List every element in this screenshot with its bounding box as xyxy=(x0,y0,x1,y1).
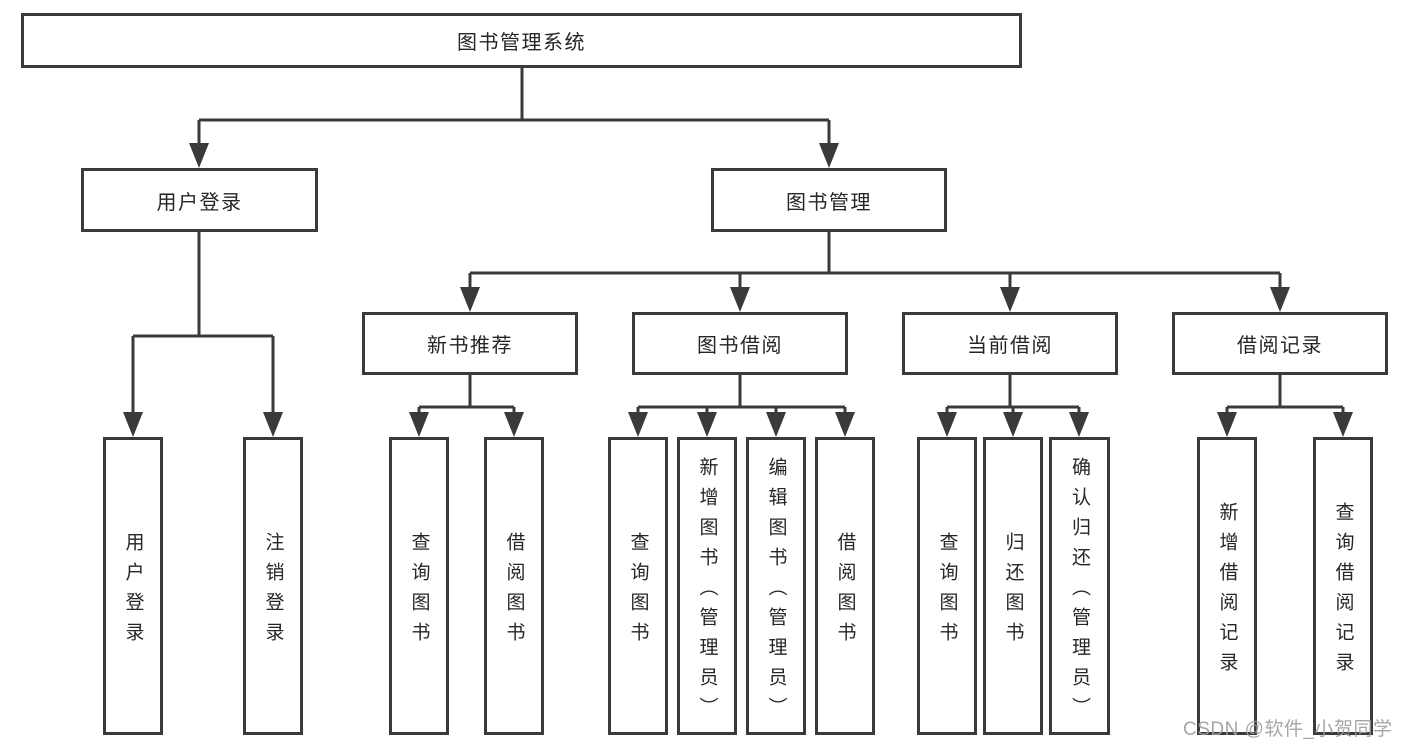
node-library-management-system: 图书管理系统 xyxy=(21,13,1022,68)
node-label: 图书借阅 xyxy=(697,335,783,357)
leaf-label: 用户登录 xyxy=(122,531,144,652)
node-new-book-recommendation: 新书推荐 xyxy=(362,312,578,375)
leaf-borrow-add-books-admin: 新增图书（管理员） xyxy=(677,437,737,735)
leaf-label: 借阅图书 xyxy=(834,531,856,652)
node-book-borrowing: 图书借阅 xyxy=(632,312,848,375)
leaf-records-add-record: 新增借阅记录 xyxy=(1197,437,1257,735)
leaf-borrow-borrow-books: 借阅图书 xyxy=(815,437,875,735)
leaf-label: 新增借阅记录 xyxy=(1216,501,1238,682)
node-book-management: 图书管理 xyxy=(711,168,947,232)
leaf-label: 编辑图书（管理员） xyxy=(765,456,787,727)
node-label: 图书管理系统 xyxy=(457,32,586,54)
leaf-label: 查询图书 xyxy=(408,531,430,652)
leaf-label: 归还图书 xyxy=(1002,531,1024,652)
leaf-label: 查询图书 xyxy=(936,531,958,652)
node-label: 新书推荐 xyxy=(427,335,513,357)
leaf-borrow-query-books: 查询图书 xyxy=(608,437,668,735)
leaf-records-query-record: 查询借阅记录 xyxy=(1313,437,1373,735)
node-label: 借阅记录 xyxy=(1237,335,1323,357)
leaf-current-query-books: 查询图书 xyxy=(917,437,977,735)
watermark: CSDN @软件_小贺同学 xyxy=(1183,719,1393,740)
leaf-recommend-query-books: 查询图书 xyxy=(389,437,449,735)
leaf-label: 查询借阅记录 xyxy=(1332,501,1354,682)
node-label: 当前借阅 xyxy=(967,335,1053,357)
leaf-recommend-borrow-books: 借阅图书 xyxy=(484,437,544,735)
node-borrowing-records: 借阅记录 xyxy=(1172,312,1388,375)
leaf-label: 新增图书（管理员） xyxy=(696,456,718,727)
leaf-label: 确认归还（管理员） xyxy=(1069,456,1090,727)
leaf-label: 借阅图书 xyxy=(503,531,525,652)
leaf-borrow-edit-books-admin: 编辑图书（管理员） xyxy=(746,437,806,735)
leaf-label: 查询图书 xyxy=(627,531,649,652)
node-label: 用户登录 xyxy=(156,191,243,214)
leaf-label: 注销登录 xyxy=(262,531,284,652)
leaf-current-confirm-return-admin: 确认归还（管理员） xyxy=(1049,437,1110,735)
node-label: 图书管理 xyxy=(786,191,872,214)
leaf-user-login: 用户登录 xyxy=(103,437,163,735)
arrowhead-icons xyxy=(123,143,1353,437)
node-user-login: 用户登录 xyxy=(81,168,318,232)
leaf-logout: 注销登录 xyxy=(243,437,303,735)
leaf-current-return-books: 归还图书 xyxy=(983,437,1043,735)
node-current-borrowing: 当前借阅 xyxy=(902,312,1118,375)
